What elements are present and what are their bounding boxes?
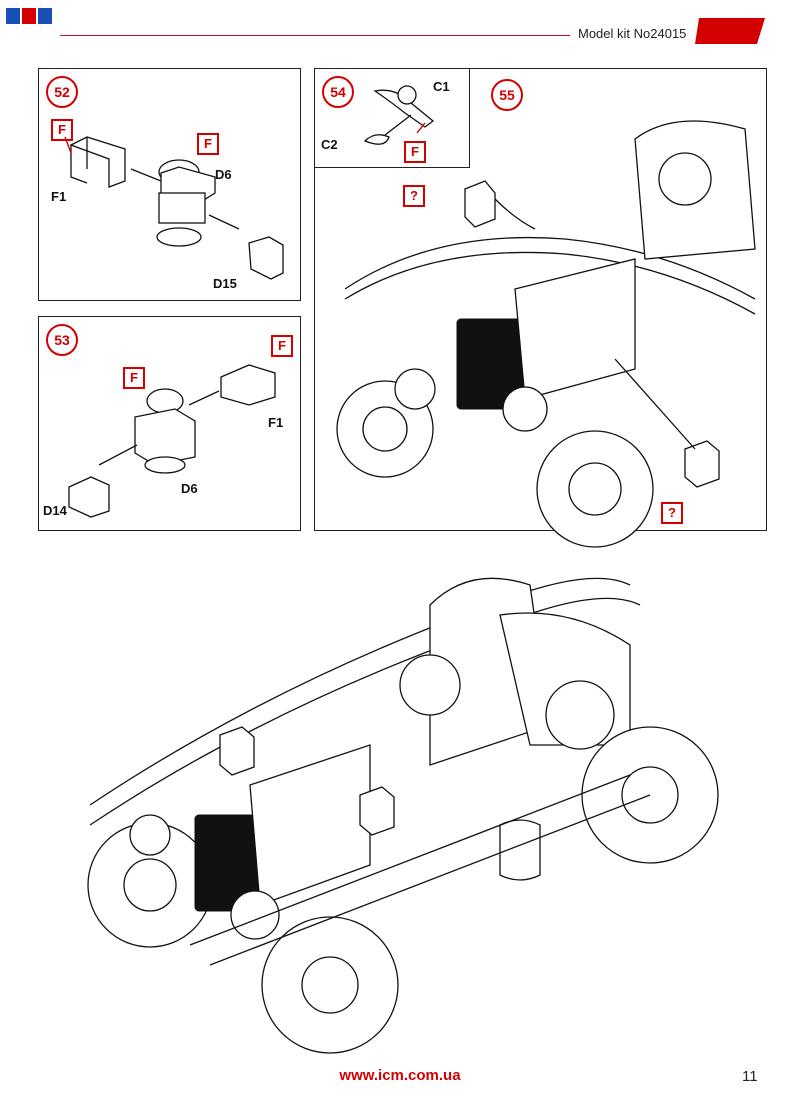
tag-f: F xyxy=(271,335,293,357)
step-53-drawing xyxy=(68,364,276,518)
step-number: 52 xyxy=(46,76,78,108)
completed-car-illustration xyxy=(87,577,719,1054)
tag-f: F xyxy=(404,141,426,163)
part-label-d6: D6 xyxy=(215,167,232,182)
tag-question: ? xyxy=(661,502,683,524)
step-54-drawing xyxy=(363,85,435,145)
brand-logo xyxy=(695,14,775,60)
part-label-c1: C1 xyxy=(433,79,450,94)
tag-question: ? xyxy=(403,185,425,207)
step-number: 55 xyxy=(491,79,523,111)
watermark-graphic xyxy=(6,8,52,24)
step-number: 54 xyxy=(322,76,354,108)
step-55-car-drawing xyxy=(336,120,756,548)
step-53-panel: 53 F F F1 D6 D14 xyxy=(38,316,301,531)
tag-f: F xyxy=(197,133,219,155)
watermark-logo xyxy=(4,6,76,36)
header-rule xyxy=(60,35,570,36)
part-label-d15: D15 xyxy=(213,276,237,291)
tag-f: F xyxy=(51,119,73,141)
step-54-panel: 54 F C1 C2 xyxy=(314,68,470,168)
footer-url[interactable]: www.icm.com.ua xyxy=(339,1067,461,1084)
page-number: 11 xyxy=(742,1068,758,1085)
part-label-d6: D6 xyxy=(181,481,198,496)
part-label-f1: F1 xyxy=(51,189,67,204)
part-label-c2: C2 xyxy=(321,137,338,152)
kit-title: Model kit No24015 xyxy=(578,26,687,41)
part-label-f1: F1 xyxy=(268,415,284,430)
step-52-drawing xyxy=(64,136,284,280)
part-label-d14: D14 xyxy=(43,503,67,518)
brand-logo-graphic xyxy=(695,18,765,44)
step-52-panel: 52 F F F1 D6 D15 xyxy=(38,68,301,301)
tag-f: F xyxy=(123,367,145,389)
step-number: 53 xyxy=(46,324,78,356)
